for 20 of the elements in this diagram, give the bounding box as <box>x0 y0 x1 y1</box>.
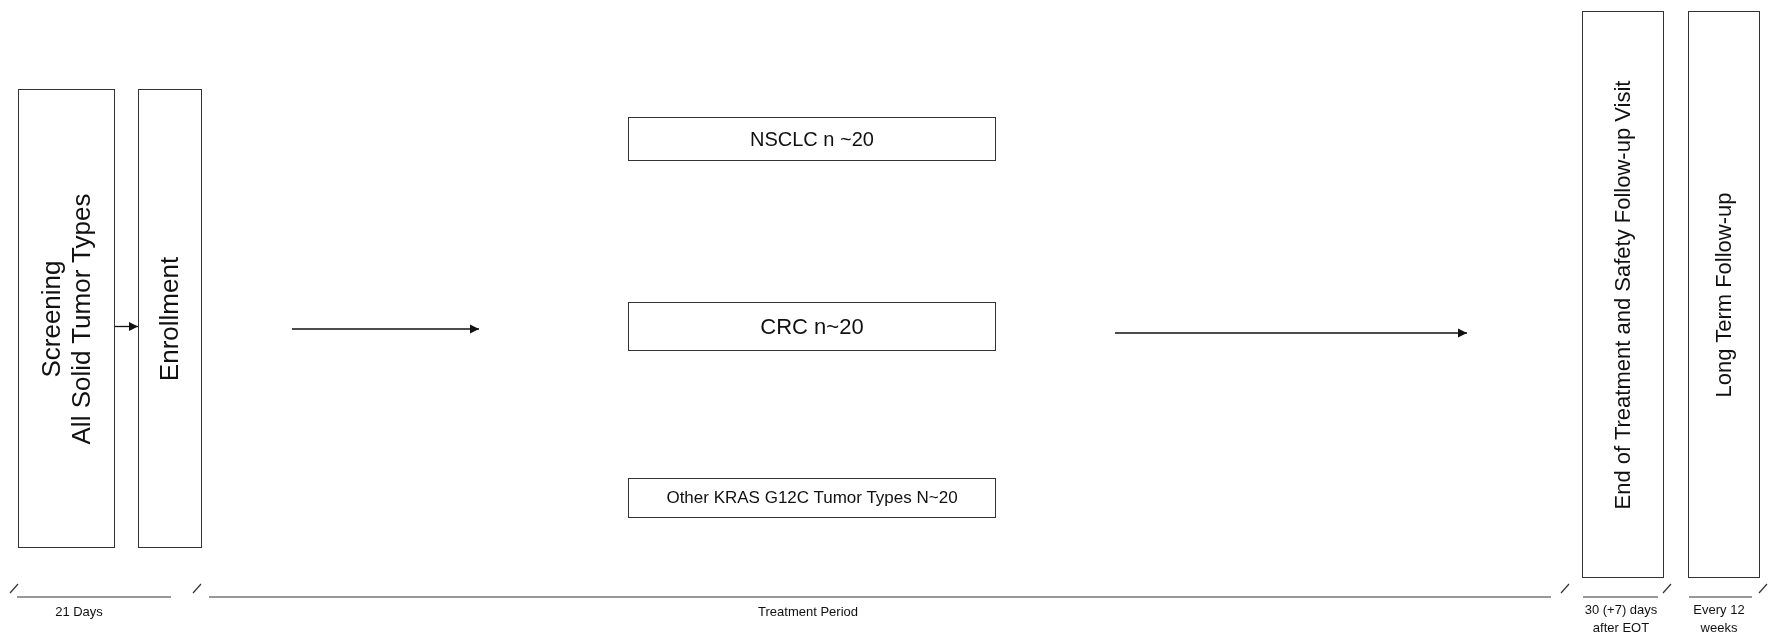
timeline-label: Every 12 weeks <box>1692 601 1746 637</box>
timeline-label: 30 (+7) days after EOT <box>1583 601 1659 637</box>
box-label: Screening <box>36 258 67 380</box>
process-box <box>628 302 996 351</box>
box-label: Other KRAS G12C Tumor Types N~20 <box>665 488 959 508</box>
box-label: End of Treatment and Safety Follow-up Visit <box>1610 80 1636 509</box>
box-label: Enrollment <box>155 256 185 381</box>
arrow <box>114 321 139 332</box>
timeline-label: Treatment Period <box>758 603 858 621</box>
process-box <box>1688 11 1760 578</box>
process-box <box>628 117 996 161</box>
box-label: CRC n~20 <box>759 313 865 340</box>
process-box <box>1582 11 1664 578</box>
box-label: NSCLC n ~20 <box>749 127 875 151</box>
process-box <box>628 478 996 518</box>
process-box <box>18 89 115 548</box>
box-label: Long Term Follow-up <box>1711 192 1737 397</box>
process-box <box>138 89 202 548</box>
box-subtitle: All Solid Tumor Types <box>66 193 97 444</box>
timeline-label: 21 Days <box>55 603 103 621</box>
